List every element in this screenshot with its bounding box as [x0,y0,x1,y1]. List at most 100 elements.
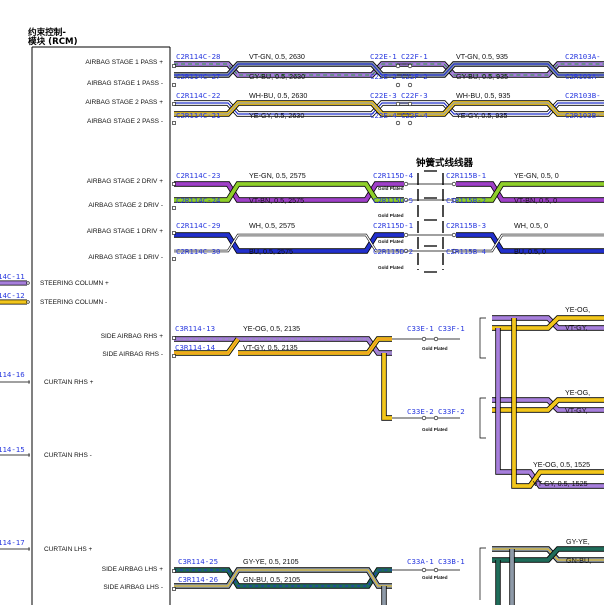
pin-label: AIRBAG STAGE 2 DRIV - [88,202,163,209]
connector-id: C2R114C-21 [176,111,221,120]
wire-spec: YE-GN, 0.5, 0 [514,171,559,180]
connector-id: C2R115D-2 [373,247,413,256]
wire-specs-group1: VT-GN, 0.5, 2630 GY-BU, 0.5, 2630 WH-BU,… [249,52,510,120]
offpage-ref: 114-17 [0,538,25,547]
pin-label: SIDE AIRBAG LHS + [102,566,163,573]
connector-id: C22F-1 [401,52,428,61]
wire-spec: BU, 0.5, 2575 [249,247,293,256]
connector-id: C2R115D-5 [373,196,413,205]
wire-spec: YE-GN, 0.5, 2575 [249,171,306,180]
gold-plated-label: Gold Plated [378,186,404,191]
connector-id: C33F-2 [438,407,465,416]
connector-id: C33B-1 [438,557,465,566]
driver-airbag-wires [174,181,604,254]
pin-label: AIRBAG STAGE 1 PASS + [85,59,163,66]
pin-label: AIRBAG STAGE 1 DRIV + [87,228,163,235]
connector-ids-group3: C3R114-13 C3R114-14 C33E-1 C33F-1 C33E-2… [175,324,465,432]
connector-id: C2R114C-24 [176,196,221,205]
wire-spec: GY-BU, 0.5, 935 [456,72,508,81]
connector-id: C2R114C-22 [176,91,221,100]
connector-ids-group2: C2R114C-23 C2R114C-24 C2R114C-29 C2R114C… [176,171,487,256]
connector-id: C22E-2 [370,72,397,81]
gold-plated-label: Gold Plated [422,575,448,580]
wire-spec: GY-BU, 0.5, 2630 [249,72,305,81]
pin-label: AIRBAG STAGE 2 DRIV + [87,178,163,185]
connector-ids-group4: C3R114-25 C3R114-26 C33A-1 C33B-1 Gold P… [178,557,465,584]
pin-label: SIDE AIRBAG RHS + [101,333,164,340]
connector-id: C2R115B-4 [446,247,487,256]
connector-id: C2R115B-3 [446,221,486,230]
pin-label: AIRBAG STAGE 2 PASS - [87,118,163,125]
wire-spec: YE-OG, [565,305,590,314]
connector-id: C22E-1 [370,52,397,61]
passenger-airbag-wires [174,61,604,117]
wire-spec: WH, 0.5, 2575 [249,221,295,230]
wire-spec: VT-GY, 0.5, 2135 [243,343,298,352]
gold-plated-label: Gold Plated [422,346,448,351]
pin-label: SIDE AIRBAG RHS - [102,351,163,358]
gold-plated-label: Gold Plated [422,427,448,432]
side-rhs-pins [172,336,439,421]
wire-spec: GY-YE, [566,537,590,546]
wire-spec: YE-OG, 0.5, 1525 [533,460,590,469]
module-title-line1: 约束控制- [28,26,66,38]
wire-specs-group2: YE-GN, 0.5, 2575 VT-BN, 0.5, 2575 WH, 0.… [249,171,559,256]
connector-id: C3R114-14 [175,343,216,352]
wire-spec: VT-GN, 0.5, 2630 [249,52,305,61]
gold-plated-label: Gold Plated [378,265,404,270]
wire-spec: VT-BN, 0.5, 0 [514,196,557,205]
pin-label: CURTAIN LHS + [44,546,93,553]
wire-spec: VT-BN, 0.5, 2575 [249,196,304,205]
pin-label: SIDE AIRBAG LHS - [103,584,163,591]
wire-spec: VT-GN, 0.5, 935 [456,52,508,61]
connector-id: C2R115D-4 [373,171,414,180]
wire-spec: YE-GY, 0.5, 935 [456,111,507,120]
pin-label: CURTAIN RHS + [44,379,94,386]
connector-id: C2R115B-1 [446,171,486,180]
connector-id: C2R115D-1 [373,221,413,230]
connector-id: C22F-3 [401,91,428,100]
connector-id: C2R114C-27 [176,72,221,81]
connector-ids-group1: C2R114C-28 C2R114C-27 C2R114C-22 C2R114C… [176,52,601,120]
connector-id: C22E-3 [370,91,397,100]
gold-plated-label: Gold Plated [378,239,404,244]
connector-id: C2R114C-30 [176,247,221,256]
side-lhs-pins [172,567,439,591]
wire-spec: GN-BU, [566,556,591,565]
pin-labels: AIRBAG STAGE 1 PASS + AIRBAG STAGE 1 PAS… [40,59,163,591]
clockspring-label: 钟簧式线线器 [416,157,474,169]
offpage-ref: 114-16 [0,370,25,379]
wire-spec: YE-OG, 0.5, 2135 [243,324,300,333]
gold-plated-label: Gold Plated [378,213,404,218]
wire-spec: VT-GY, 0.5, 1525 [533,479,588,488]
pin-label: AIRBAG STAGE 1 PASS - [87,80,163,87]
inline-connector-c22 [395,63,413,126]
connector-id: C2R103B- [565,91,601,100]
wire-spec: BU, 0.5, 0 [514,247,546,256]
wire-spec: GN-BU, 0.5, 2105 [243,575,300,584]
pin-label: AIRBAG STAGE 1 DRIV - [88,254,163,261]
connector-id: C33E-2 [407,407,434,416]
wire-spec: VT-GY, [565,323,588,332]
pin-label: STEERING COLUMN + [40,280,109,287]
wire-spec: VT-GY, [565,406,588,415]
connector-id: C2R114C-28 [176,52,221,61]
wire-spec: WH-BU, 0.5, 935 [456,91,510,100]
connector-id: C33A-1 [407,557,434,566]
connector-id: C3R114-25 [178,557,218,566]
wire-spec: YE-OG, [565,388,590,397]
module-title: 约束控制- 模块 (RCM) [28,26,78,47]
offpage-ref: 14C-12 [0,291,25,300]
pin-label: STEERING COLUMN - [40,299,107,306]
pin-label: AIRBAG STAGE 2 PASS + [85,99,163,106]
connector-id: C2R114C-29 [176,221,221,230]
connector-id: C22E-4 [370,111,397,120]
gold-plated-labels-driver: Gold Plated Gold Plated Gold Plated Gold… [378,186,404,270]
rcm-module-box [31,46,171,605]
connector-id: C22F-2 [401,72,428,81]
wire-spec: GY-YE, 0.5, 2105 [243,557,299,566]
connector-id: C22F-4 [401,111,428,120]
module-title-line2: 模块 (RCM) [28,35,78,47]
offpage-ref: 114-15 [0,445,25,454]
